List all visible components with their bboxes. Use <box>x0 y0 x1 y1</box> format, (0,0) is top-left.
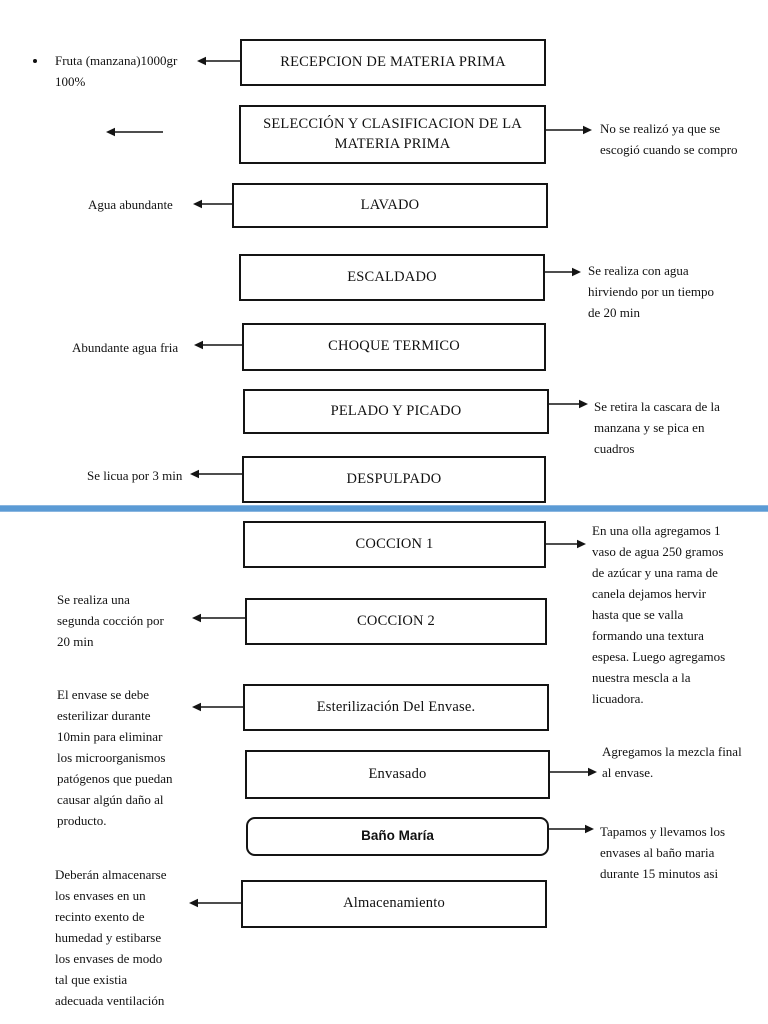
note-almacenar: Deberán almacenarse los envases en un re… <box>55 867 167 1009</box>
process-box-label: RECEPCION DE MATERIA PRIMA <box>280 53 506 70</box>
note-pelado: Se retira la cascara de la manzana y se … <box>594 399 720 457</box>
process-box-label: Esterilización Del Envase. <box>316 698 476 715</box>
page-break-separator <box>0 505 768 512</box>
note-agua-abundante: Agua abundante <box>88 197 173 212</box>
process-box-escaldado[interactable]: ESCALDADO <box>239 254 545 301</box>
arrow-head <box>106 127 115 137</box>
process-box-esterilizacion[interactable]: Esterilización Del Envase. <box>243 684 549 731</box>
arrow-head <box>583 125 592 135</box>
note-licua: Se licua por 3 min <box>87 468 183 483</box>
bullet-marker <box>33 59 37 63</box>
arrow-head <box>585 824 594 834</box>
process-box-seleccion[interactable]: SELECCIÓN Y CLASIFICACION DE LA MATERIA … <box>239 105 546 164</box>
process-box-label: Almacenamiento <box>343 895 445 912</box>
note-escaldado: Se realiza con agua hirviendo por un tie… <box>588 263 715 321</box>
process-box-envasado[interactable]: Envasado <box>245 750 550 799</box>
process-box-label: PELADO Y PICADO <box>330 402 462 419</box>
process-box-label: DESPULPADO <box>346 470 442 487</box>
process-box-label: COCCION 1 <box>355 535 434 552</box>
arrow-head <box>579 399 588 409</box>
note-no-realizo: No se realizó ya que se escogió cuando s… <box>600 121 738 158</box>
arrow-head <box>572 267 581 277</box>
arrow-pelado-right <box>549 399 588 409</box>
process-box-bano_maria[interactable]: Baño María <box>246 817 549 856</box>
note-esterilizar: El envase se debe esterilizar durante 10… <box>57 687 173 829</box>
process-box-label: SELECCIÓN Y CLASIFICACION DE LA MATERIA … <box>263 115 522 152</box>
arrow-escaldado-right <box>545 267 581 277</box>
arrow-head <box>192 613 201 623</box>
process-box-label: CHOQUE TERMICO <box>328 338 460 355</box>
process-box-pelado_picado[interactable]: PELADO Y PICADO <box>243 389 549 434</box>
note-coccion1: En una olla agregamos 1 vaso de agua 250… <box>592 523 726 707</box>
arrow-seleccion-right <box>546 125 592 135</box>
process-box-label: Baño María <box>361 828 434 844</box>
process-box-coccion_2[interactable]: COCCION 2 <box>245 598 547 645</box>
process-box-label: COCCION 2 <box>357 612 435 629</box>
arrow-head <box>588 767 597 777</box>
process-box-despulpado[interactable]: DESPULPADO <box>242 456 546 503</box>
arrow-coccion1-right <box>546 539 586 549</box>
process-box-label: Envasado <box>368 765 427 782</box>
process-box-lavado[interactable]: LAVADO <box>232 183 548 228</box>
note-segunda-coccion: Se realiza una segunda cocción por 20 mi… <box>57 592 164 650</box>
note-agua-fria: Abundante agua fria <box>72 340 179 355</box>
arrow-coccion2-left <box>192 613 245 623</box>
note-bano-maria: Tapamos y llevamos los envases al baño m… <box>600 824 726 882</box>
process-box-choque_termico[interactable]: CHOQUE TERMICO <box>242 323 546 371</box>
note-envasado: Agregamos la mezcla final al envase. <box>602 744 742 781</box>
arrow-lavado-left <box>193 199 232 209</box>
arrow-head <box>577 539 586 549</box>
arrow-bano-right <box>549 824 594 834</box>
note-fruta: Fruta (manzana)1000gr 100% <box>55 53 178 90</box>
arrow-seleccion-left <box>106 127 163 137</box>
process-box-label: LAVADO <box>360 196 420 213</box>
process-box-recepcion[interactable]: RECEPCION DE MATERIA PRIMA <box>240 39 546 86</box>
process-box-almacenamiento[interactable]: Almacenamiento <box>241 880 547 928</box>
process-box-coccion_1[interactable]: COCCION 1 <box>243 521 546 568</box>
arrow-envasado-right <box>550 767 597 777</box>
process-box-label: ESCALDADO <box>347 268 437 285</box>
